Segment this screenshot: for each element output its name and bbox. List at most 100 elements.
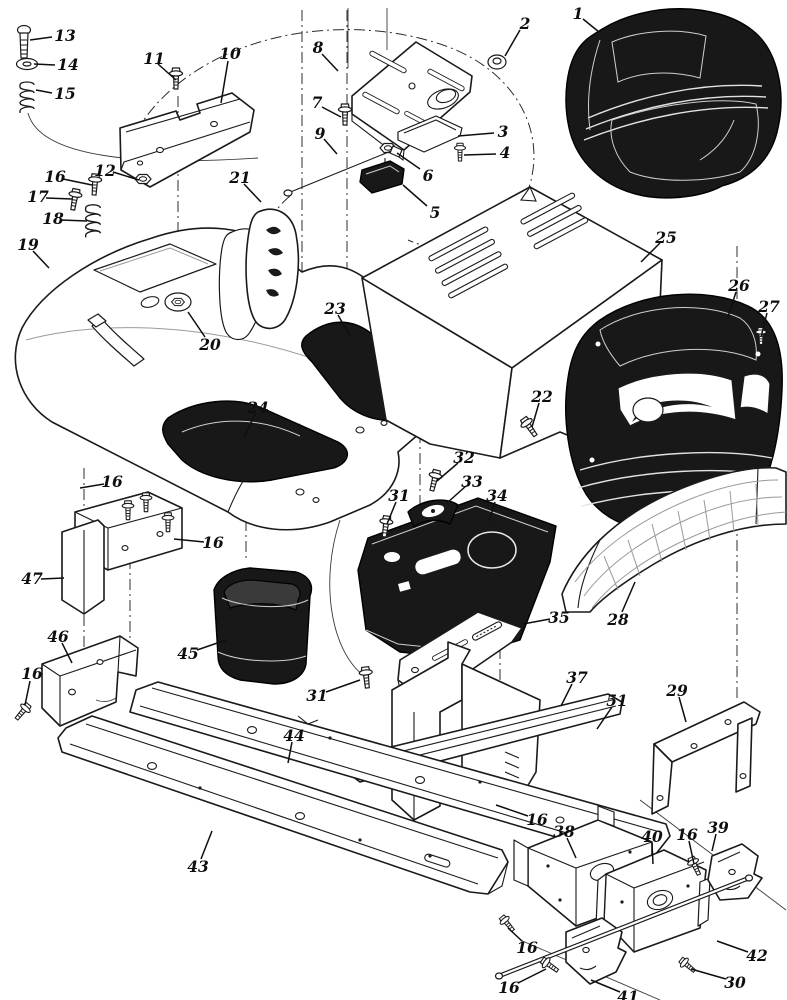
callout-3: 3 bbox=[498, 122, 509, 141]
callout-7: 7 bbox=[312, 93, 323, 112]
part-33-ignition-bezel bbox=[407, 499, 459, 528]
part-29-support-bracket bbox=[651, 701, 761, 815]
leader-line-6 bbox=[396, 152, 421, 170]
part-4-screw bbox=[453, 142, 467, 162]
callout-16: 16 bbox=[101, 472, 123, 491]
leader-line-8 bbox=[321, 53, 339, 72]
leader-line-5 bbox=[402, 184, 428, 207]
callout-26: 26 bbox=[727, 276, 750, 295]
callout-16: 16 bbox=[21, 664, 43, 683]
callout-5: 5 bbox=[430, 203, 441, 222]
callout-47: 47 bbox=[21, 569, 43, 588]
leader-line-19 bbox=[32, 250, 50, 269]
leader-line-32 bbox=[436, 462, 459, 482]
leader-line-11 bbox=[157, 63, 177, 81]
leader-line-3 bbox=[457, 132, 495, 137]
leader-line-17 bbox=[45, 197, 73, 200]
leader-line-7 bbox=[321, 106, 342, 118]
callout-41: 41 bbox=[617, 987, 639, 1000]
part-31-screw-lower bbox=[358, 665, 375, 690]
callout-30: 30 bbox=[724, 973, 746, 992]
leader-line-16 bbox=[173, 538, 205, 543]
leader-line-37 bbox=[560, 683, 573, 707]
callout-32: 32 bbox=[453, 448, 475, 467]
callout-11: 11 bbox=[143, 49, 165, 68]
leader-line-42 bbox=[716, 940, 749, 953]
part-43-frame-rail bbox=[57, 715, 509, 895]
leader-line-20 bbox=[187, 311, 206, 338]
callout-16: 16 bbox=[44, 167, 66, 186]
leader-line-21 bbox=[243, 183, 262, 203]
callout-38: 38 bbox=[553, 822, 575, 841]
callout-51: 51 bbox=[606, 691, 628, 710]
callout-2: 2 bbox=[519, 14, 531, 33]
callout-16: 16 bbox=[676, 825, 698, 844]
leader-line-18 bbox=[60, 219, 88, 222]
leader-line-25 bbox=[640, 242, 661, 263]
callout-13: 13 bbox=[54, 26, 76, 45]
callout-23: 23 bbox=[323, 299, 346, 318]
part-24-footrest-pad-left bbox=[162, 400, 348, 483]
callout-22: 22 bbox=[530, 387, 553, 406]
leader-line-28 bbox=[621, 581, 636, 613]
leader-line-14 bbox=[33, 63, 56, 66]
part-45-battery-box bbox=[213, 567, 313, 685]
part-14-washer bbox=[15, 57, 39, 71]
leader-line-16 bbox=[507, 927, 523, 942]
callout-16: 16 bbox=[498, 978, 520, 997]
leader-line-16 bbox=[24, 680, 31, 706]
callout-29: 29 bbox=[665, 681, 688, 700]
part-30-screw bbox=[676, 954, 699, 976]
leader-line-38 bbox=[566, 837, 577, 859]
callout-18: 18 bbox=[42, 209, 64, 228]
leader-line-16 bbox=[517, 968, 547, 984]
callout-37: 37 bbox=[566, 668, 588, 687]
leader-line-34 bbox=[488, 501, 496, 522]
leader-line-12 bbox=[112, 171, 140, 181]
leader-line-26 bbox=[727, 291, 737, 318]
callout-43: 43 bbox=[187, 857, 209, 876]
callout-6: 6 bbox=[423, 166, 434, 185]
leader-line-46 bbox=[61, 642, 73, 664]
callout-21: 21 bbox=[228, 168, 251, 187]
part-39-bracket bbox=[707, 843, 763, 901]
leader-line-4 bbox=[463, 153, 497, 156]
part-18-spring bbox=[84, 204, 102, 239]
callout-16: 16 bbox=[516, 938, 538, 957]
leader-line-16 bbox=[62, 178, 93, 186]
part-8-seat-plate bbox=[347, 8, 473, 162]
part-34-control-console bbox=[357, 497, 557, 659]
leader-line-31 bbox=[386, 501, 397, 525]
callout-17: 17 bbox=[27, 187, 49, 206]
callout-40: 40 bbox=[641, 827, 663, 846]
part-20-cap-nut bbox=[164, 292, 192, 312]
callout-1: 1 bbox=[573, 4, 584, 23]
part-13-bolt bbox=[16, 24, 32, 59]
leader-line-43 bbox=[200, 830, 213, 860]
callout-19: 19 bbox=[17, 235, 39, 254]
callout-9: 9 bbox=[315, 124, 326, 143]
leader-line-27 bbox=[760, 312, 768, 338]
part-26-hood bbox=[565, 293, 783, 532]
leader-line-9 bbox=[323, 138, 338, 155]
leader-line-1 bbox=[582, 18, 600, 33]
leader-line-44 bbox=[287, 741, 293, 764]
leader-line-13 bbox=[29, 36, 53, 41]
callout-24: 24 bbox=[246, 398, 269, 417]
callout-46: 46 bbox=[47, 627, 69, 646]
part-16-screw-g bbox=[496, 912, 518, 935]
leader-line-35 bbox=[522, 618, 551, 625]
callout-33: 33 bbox=[461, 472, 483, 491]
part-7-screw bbox=[337, 103, 353, 126]
leader-line-47 bbox=[40, 577, 65, 580]
leader-line-40 bbox=[651, 842, 654, 865]
part-21-dash-trim bbox=[218, 208, 300, 341]
callout-14: 14 bbox=[57, 55, 79, 74]
part-28-grille bbox=[561, 466, 787, 613]
callout-20: 20 bbox=[198, 335, 221, 354]
callout-27: 27 bbox=[757, 297, 780, 316]
leader-line-39 bbox=[711, 833, 717, 852]
callout-15: 15 bbox=[54, 84, 76, 103]
